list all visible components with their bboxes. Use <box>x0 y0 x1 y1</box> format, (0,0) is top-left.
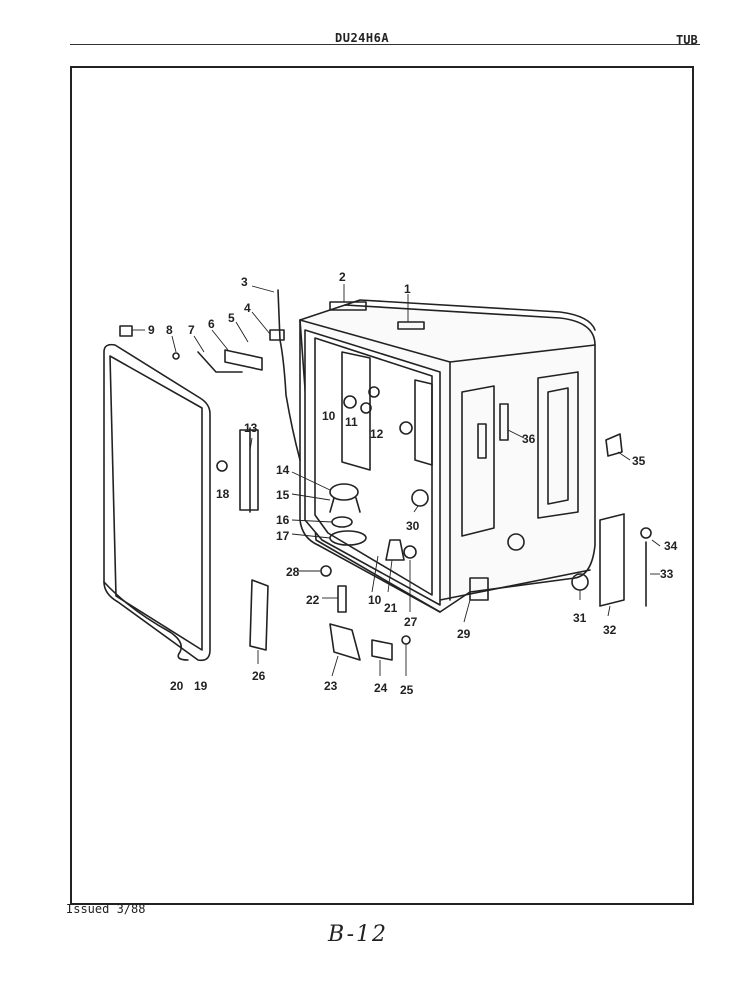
part-13 <box>239 429 259 511</box>
part-21 <box>385 539 405 561</box>
diagram-frame <box>70 66 694 905</box>
callout-16: 16 <box>276 513 290 527</box>
part-35 <box>605 433 623 457</box>
callout-17: 17 <box>276 529 290 543</box>
callout-36: 36 <box>522 432 536 446</box>
part-6 <box>224 349 263 371</box>
callout-35: 35 <box>632 454 646 468</box>
callout-24: 24 <box>374 681 388 695</box>
callout-8: 8 <box>166 323 173 337</box>
door-seal <box>103 343 211 662</box>
spray-tube <box>277 289 301 461</box>
header-rule <box>70 44 700 45</box>
callout-26: 26 <box>252 669 266 683</box>
callout-25: 25 <box>400 683 414 697</box>
model-number: DU24H6A <box>335 31 390 45</box>
part-30 <box>411 489 429 507</box>
part-27 <box>403 545 417 559</box>
callout-20: 20 <box>170 679 184 693</box>
part-10 <box>343 395 357 409</box>
part-11 <box>360 402 372 414</box>
part-28 <box>320 565 332 577</box>
callout-22: 22 <box>306 593 320 607</box>
callout-21: 21 <box>384 601 398 615</box>
part-9 <box>119 325 133 337</box>
leader-lines <box>132 284 661 677</box>
callout-32: 32 <box>603 623 617 637</box>
part-2 <box>329 301 367 311</box>
tub-body <box>299 299 596 613</box>
callout-7: 7 <box>188 323 195 337</box>
callout-31: 31 <box>573 611 587 625</box>
issued-date: Issued 3/88 <box>66 902 146 916</box>
callout-5: 5 <box>228 311 235 325</box>
callout-28: 28 <box>286 565 300 579</box>
part-29 <box>469 577 489 601</box>
part-26 <box>249 579 269 651</box>
part-1 <box>397 321 425 330</box>
part-36 <box>499 403 509 441</box>
callout-19: 19 <box>194 679 208 693</box>
section-title: TUB <box>676 33 698 47</box>
part-8 <box>172 352 180 360</box>
part-34 <box>640 527 652 539</box>
callout-4: 4 <box>244 301 251 315</box>
callout-15: 15 <box>276 488 290 502</box>
callout-10: 10 <box>322 409 336 423</box>
page-number: B-12 <box>328 922 389 947</box>
callout-23: 23 <box>324 679 338 693</box>
part-7 <box>197 351 243 373</box>
callout-11: 11 <box>345 415 358 429</box>
callout-30: 30 <box>406 519 420 533</box>
callout-27: 27 <box>404 615 418 629</box>
part-32 <box>599 513 625 607</box>
callout-9: 9 <box>148 323 155 337</box>
callout-18: 18 <box>216 487 230 501</box>
part-23 <box>329 623 361 661</box>
callout-3: 3 <box>241 275 248 289</box>
callout-13: 13 <box>244 421 258 435</box>
part-18 <box>216 460 228 472</box>
part-4 <box>269 329 285 341</box>
part-15 <box>329 497 361 513</box>
part-14 <box>329 483 359 501</box>
part-25 <box>401 635 411 645</box>
callout-labels: 1 2 3 4 5 6 7 8 9 10 11 12 13 14 15 16 1… <box>148 270 678 697</box>
callout-6: 6 <box>208 317 215 331</box>
callout-1: 1 <box>404 282 411 296</box>
callout-10b: 10 <box>368 593 382 607</box>
callout-29: 29 <box>457 627 471 641</box>
part-22 <box>337 585 347 613</box>
part-24 <box>371 639 393 661</box>
callout-33: 33 <box>660 567 674 581</box>
callout-34: 34 <box>664 539 678 553</box>
callout-14: 14 <box>276 463 290 477</box>
callout-12: 12 <box>370 427 384 441</box>
callout-2: 2 <box>339 270 346 284</box>
